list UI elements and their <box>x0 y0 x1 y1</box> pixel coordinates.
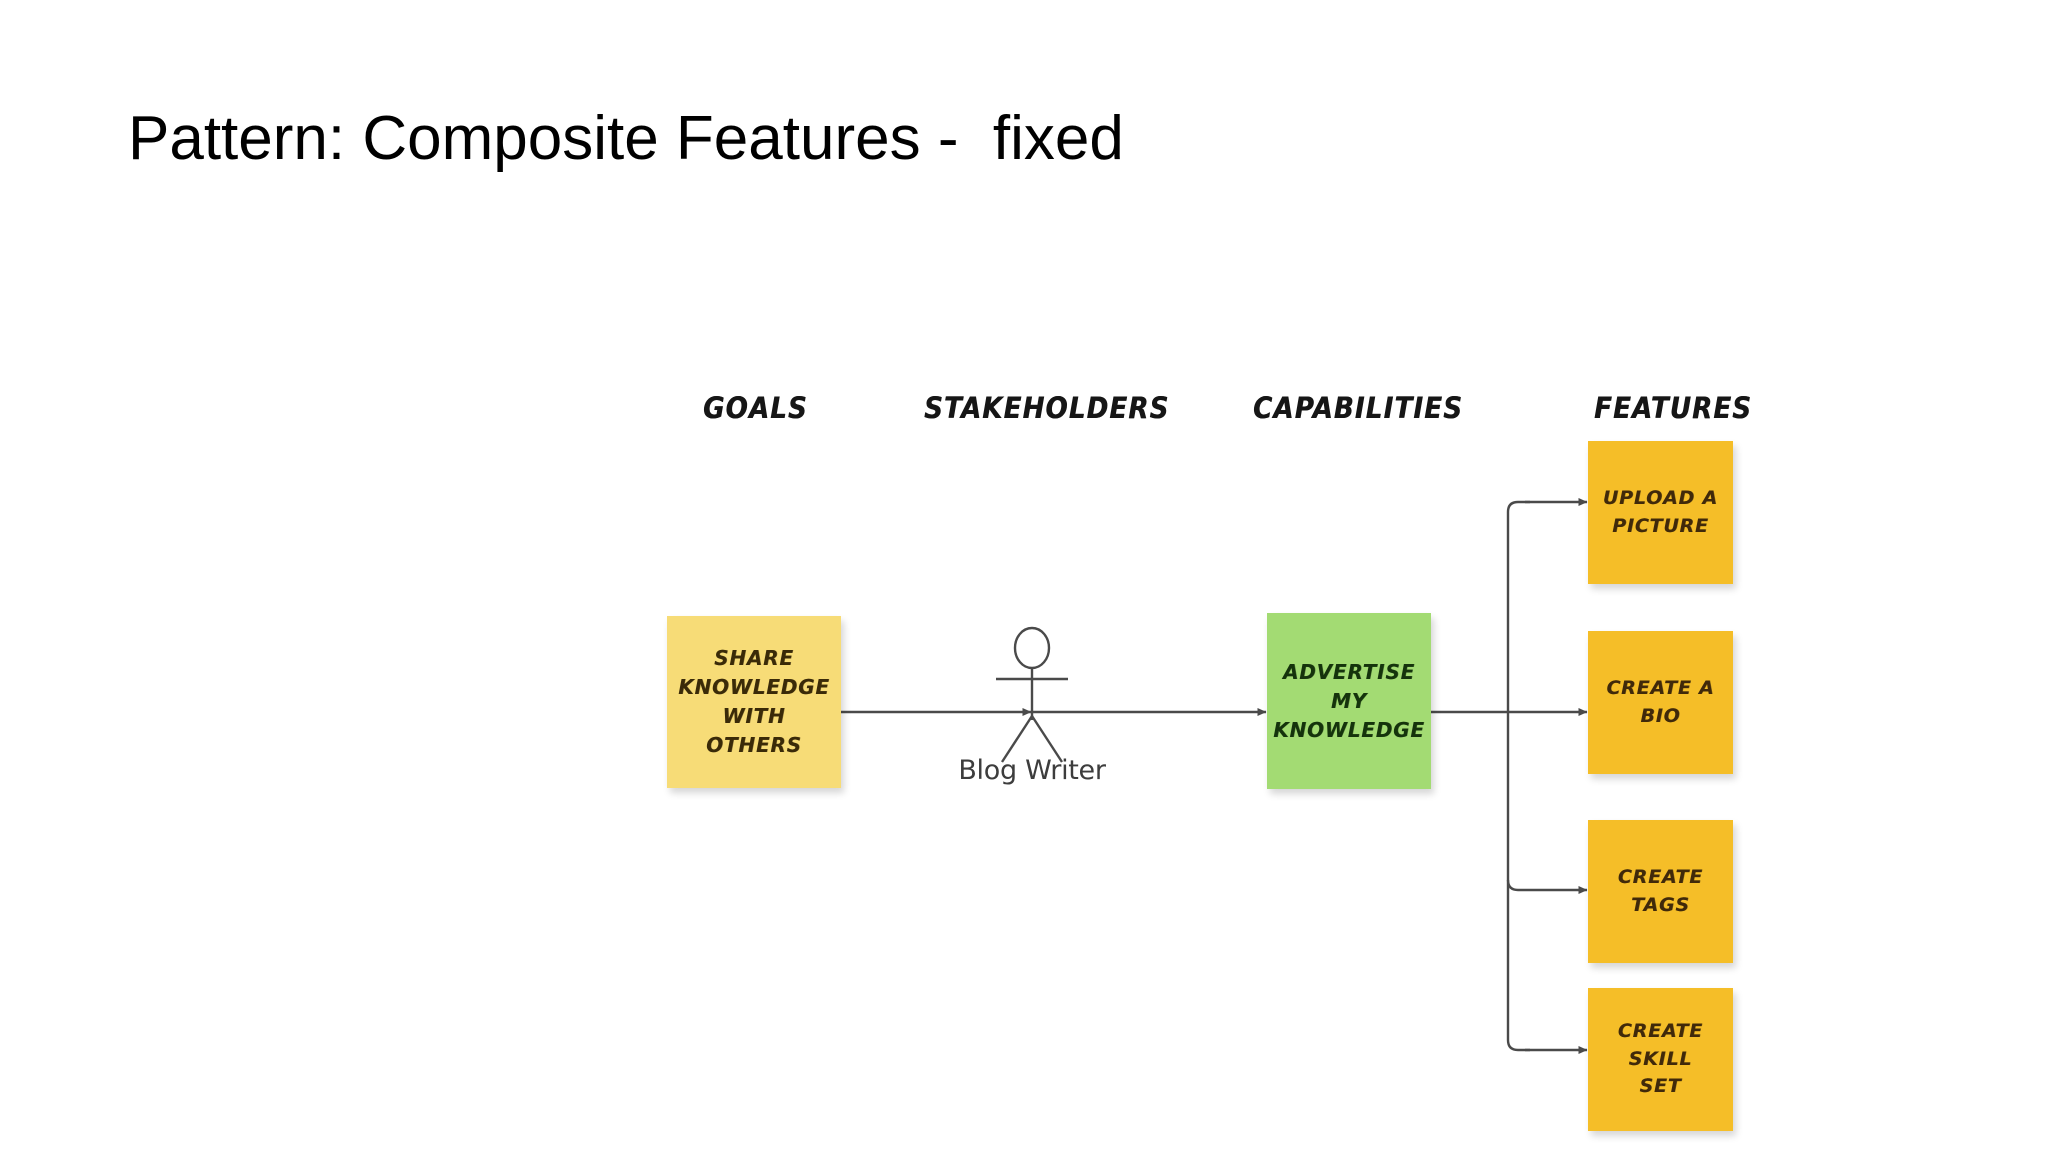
column-header-goals: GOALS <box>703 392 808 426</box>
feature-note-create-tags[interactable]: CREATE TAGS <box>1588 820 1733 963</box>
feature-note-create-skill-set[interactable]: CREATE SKILL SET <box>1588 988 1733 1131</box>
column-header-stakeholders: STAKEHOLDERS <box>924 392 1170 426</box>
connector-trunk <box>1506 500 1530 712</box>
stick-figure-icon <box>996 626 1068 763</box>
capability-note-advertise-my-knowledge[interactable]: ADVERTISE MY KNOWLEDGE <box>1267 613 1431 789</box>
goal-note-share-knowledge[interactable]: SHARE KNOWLEDGE WITH OTHERS <box>667 616 841 788</box>
page-title: Pattern: Composite Features - fixed <box>128 104 1124 173</box>
feature-note-create-a-bio[interactable]: CREATE A BIO <box>1588 631 1733 774</box>
connector-trunk-lower <box>1506 712 1530 1052</box>
feature-note-upload-a-picture[interactable]: UPLOAD A PICTURE <box>1588 441 1733 584</box>
column-header-features: FEATURES <box>1594 392 1753 426</box>
connector-branch-create-tags <box>1506 879 1588 894</box>
column-header-capabilities: CAPABILITIES <box>1253 392 1464 426</box>
stick-figure-head-icon <box>1013 626 1051 670</box>
stakeholder-label-blog-writer: Blog Writer <box>958 755 1106 786</box>
